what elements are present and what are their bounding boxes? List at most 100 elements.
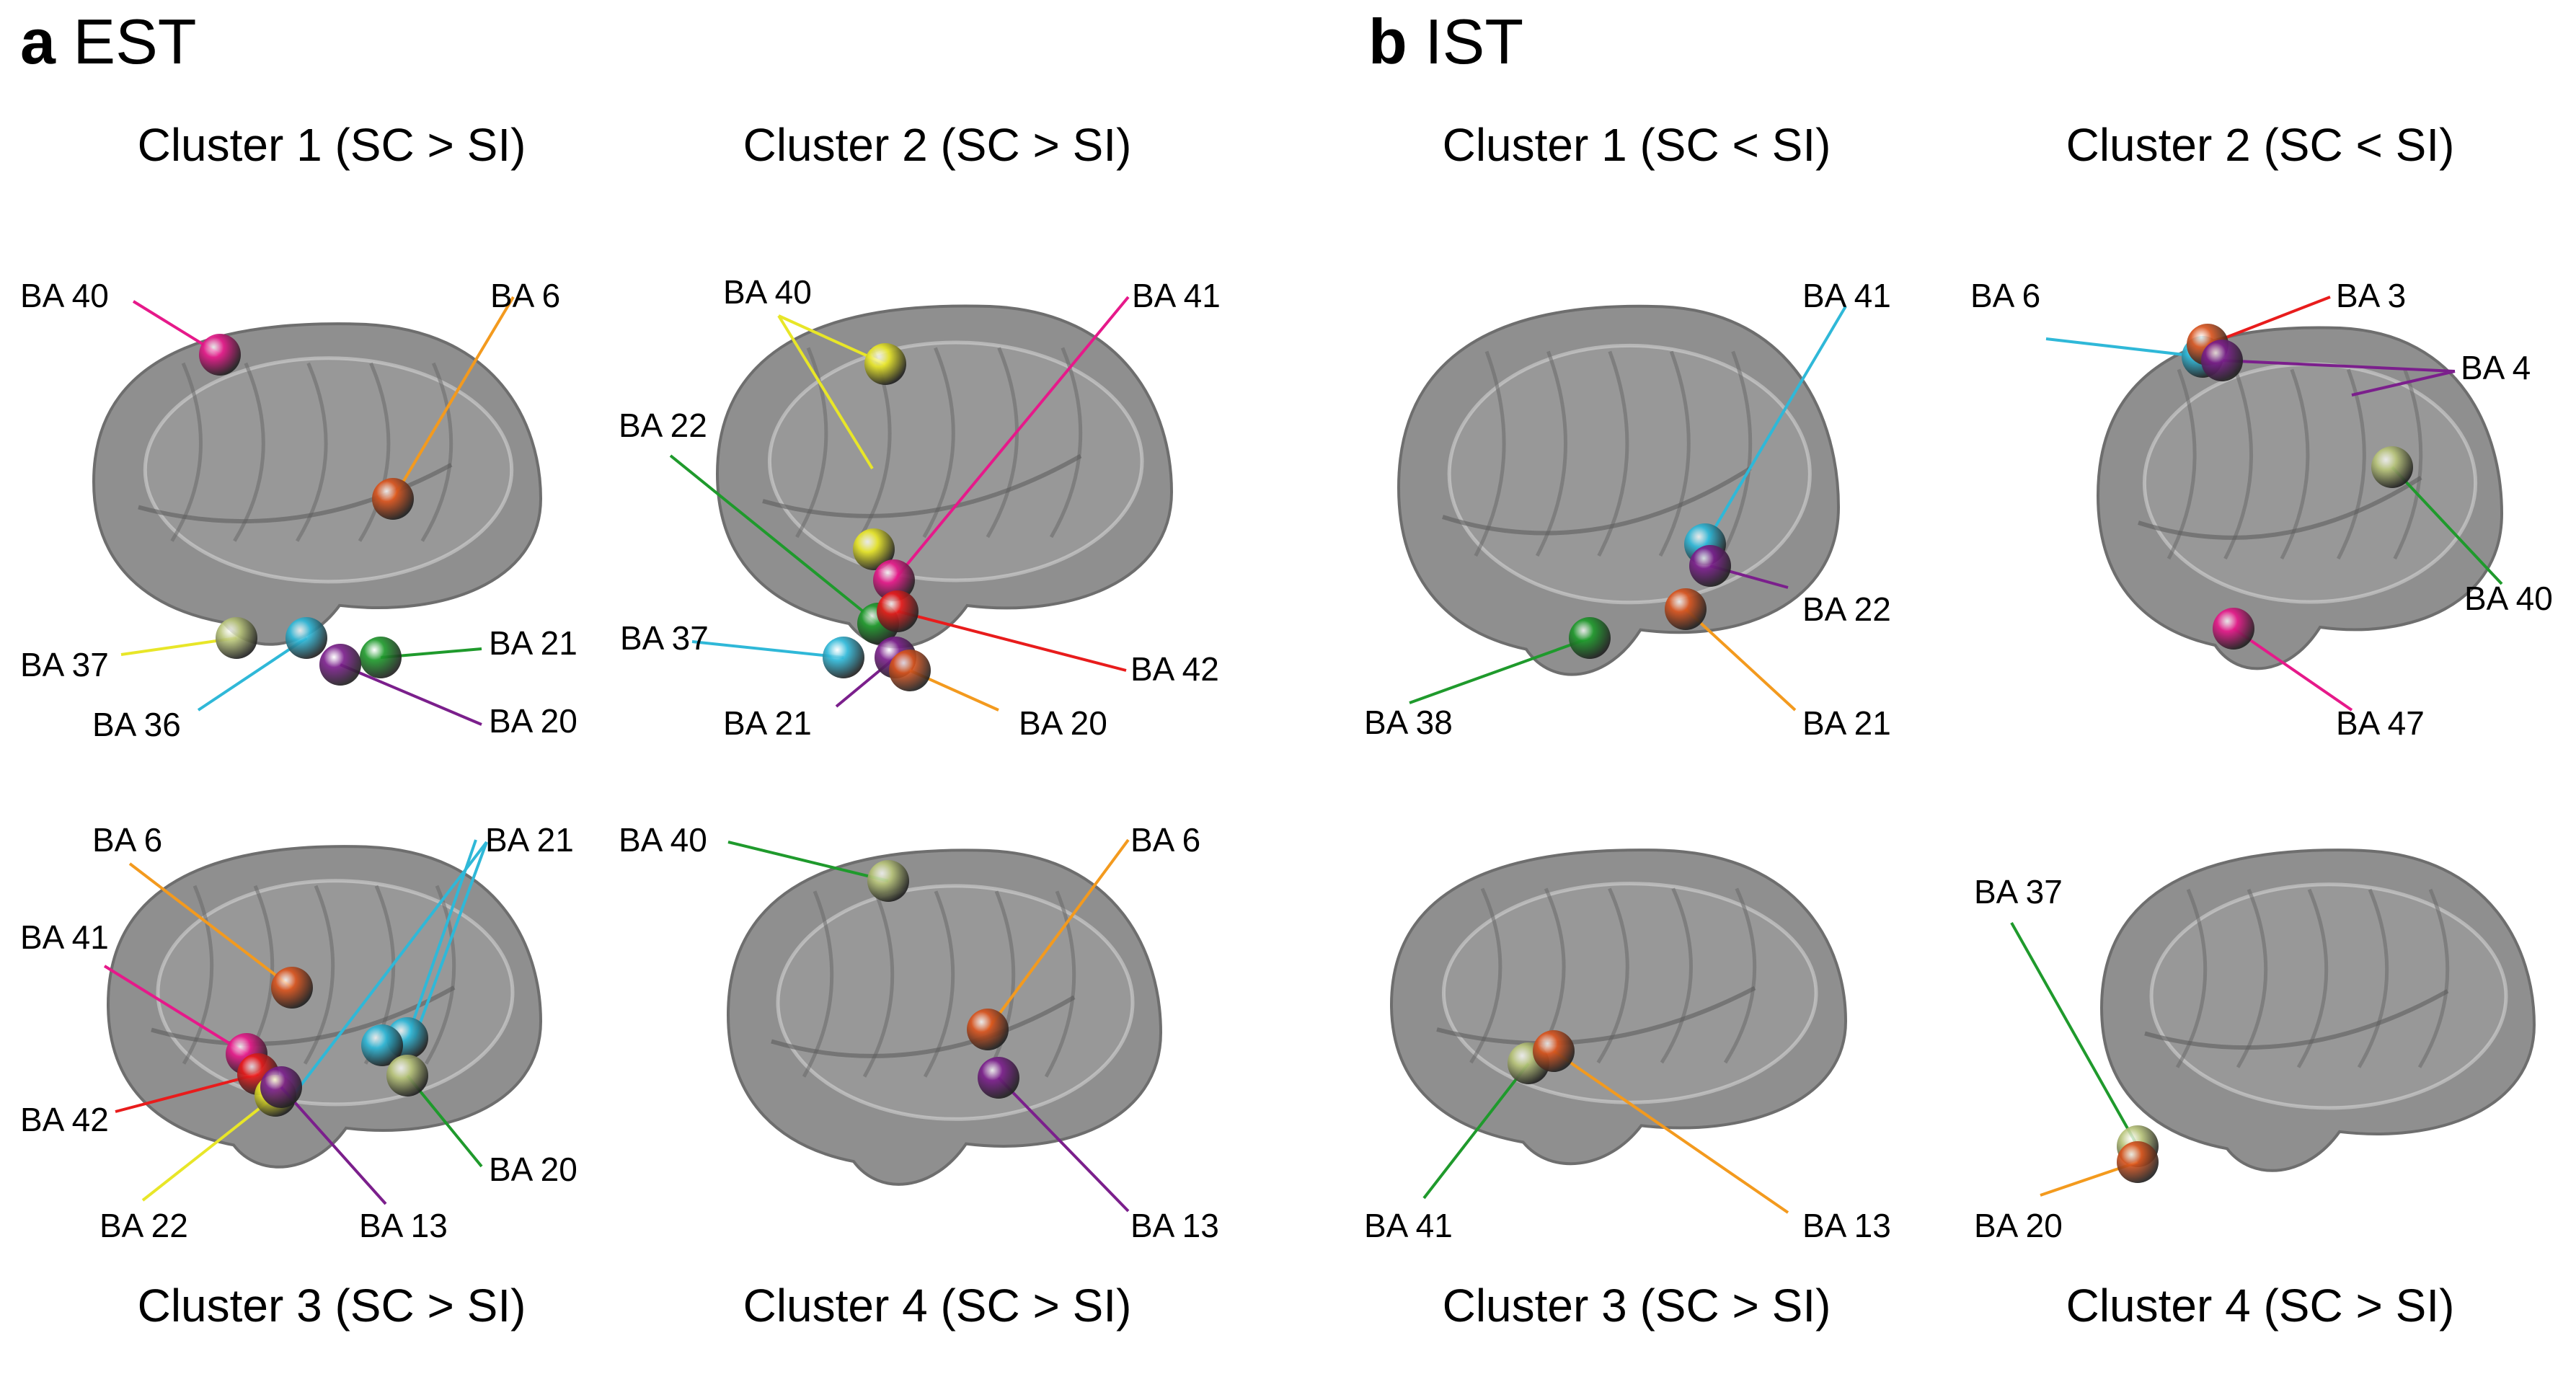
region-marker: [260, 1066, 302, 1108]
brain-8-outline: [2099, 849, 2536, 1172]
brain-4-outline: [726, 849, 1163, 1186]
region-marker: [2213, 608, 2254, 650]
region-label: BA 20: [1019, 704, 1107, 742]
brain-6-sulcus: [2280, 368, 2310, 560]
region-label: BA 6: [92, 821, 163, 859]
cluster-title: Cluster 3 (SC > SI): [1442, 1280, 1831, 1332]
cluster-title: Cluster 3 (SC > SI): [137, 1280, 526, 1332]
region-marker: [823, 637, 864, 678]
brain-6-outline: [2096, 326, 2504, 670]
region-label: BA 41: [1364, 1207, 1453, 1244]
region-label: BA 38: [1364, 704, 1453, 741]
brain-1: [92, 322, 543, 646]
leader-line: [1552, 1050, 1789, 1214]
leader-line: [1422, 1062, 1530, 1200]
region-marker: [216, 617, 257, 659]
region-marker: [286, 617, 327, 659]
brain-2-fissure: [762, 453, 1082, 518]
brain-8-fissure: [2144, 989, 2449, 1050]
brain-7: [1389, 849, 1848, 1166]
leader-line: [340, 663, 482, 726]
cluster-title: Cluster 2 (SC > SI): [743, 119, 1132, 171]
brain-7-sulcus: [1723, 887, 1757, 1064]
region-label: BA 20: [1974, 1207, 2063, 1244]
brain-4-sulcus: [1044, 890, 1076, 1078]
brain-3-sulcus: [424, 885, 456, 1065]
brain-2-sulcus: [1049, 347, 1083, 539]
region-marker: [1569, 617, 1611, 659]
leader-line: [2391, 466, 2503, 585]
brain-5: [1397, 304, 1841, 676]
brain-3-fissure: [151, 985, 456, 1047]
brain-7-sulcus: [1469, 887, 1502, 1064]
panel-b-heading: b IST: [1368, 10, 1523, 74]
region-label: BA 40: [723, 273, 812, 311]
region-marker: [2201, 340, 2243, 381]
region-marker: [967, 1009, 1009, 1050]
leader-line: [197, 637, 308, 712]
brain-5-sulcus: [1474, 350, 1506, 557]
region-label: BA 13: [1130, 1207, 1219, 1244]
panel-b-letter: b: [1368, 6, 1407, 77]
brain-4-sulcus: [983, 890, 1016, 1078]
region-marker: [2117, 1141, 2159, 1183]
cluster-title: Cluster 4 (SC > SI): [743, 1280, 1132, 1332]
leader-line: [115, 1073, 259, 1113]
panel-a-heading: a EST: [20, 10, 197, 74]
brain-3-sulcus: [182, 885, 214, 1065]
leader-line: [2221, 359, 2456, 373]
leader-line: [893, 296, 1130, 582]
leader-line: [2010, 922, 2139, 1147]
brain-8: [2099, 849, 2536, 1172]
brain-1-overlay: [143, 356, 514, 584]
leader-line: [413, 841, 488, 1039]
region-label: BA 20: [489, 1151, 577, 1188]
region-label: BA 41: [1802, 277, 1891, 314]
region-label: BA 21: [1802, 704, 1891, 742]
leader-line: [691, 640, 844, 659]
brain-1-sulcus: [295, 362, 328, 542]
leader-line: [2232, 627, 2353, 712]
leader-line: [777, 314, 874, 470]
brain-2-sulcus: [922, 347, 955, 539]
region-label: BA 13: [1802, 1207, 1891, 1244]
brain-5-sulcus: [1597, 350, 1629, 557]
cluster-title: Cluster 1 (SC > SI): [137, 119, 526, 171]
region-marker: [361, 1024, 403, 1066]
region-label: BA 21: [489, 624, 577, 662]
brain-2-sulcus: [795, 347, 828, 539]
brain-7-fissure: [1436, 985, 1756, 1046]
region-marker: [978, 1057, 1019, 1099]
cluster-title: Cluster 2 (SC < SI): [2066, 119, 2455, 171]
region-marker: [360, 637, 402, 678]
leader-line: [294, 841, 488, 1094]
leader-line: [2045, 337, 2203, 358]
region-marker: [199, 334, 241, 376]
brain-5-outline: [1397, 304, 1841, 676]
leader-line: [280, 1086, 387, 1205]
brain-1-outline: [92, 322, 543, 646]
brain-5-fissure: [1442, 466, 1752, 536]
leader-line: [128, 862, 293, 989]
leader-line: [997, 1076, 1130, 1213]
region-label: BA 22: [1802, 590, 1891, 628]
brain-1-sulcus: [358, 362, 391, 542]
region-label: BA 3: [2336, 277, 2407, 314]
brain-6: [2096, 326, 2504, 670]
brain-7-sulcus: [1596, 887, 1629, 1064]
region-label: BA 4: [2461, 349, 2531, 386]
brain-6-fissure: [2138, 475, 2422, 540]
brain-1-sulcus: [170, 362, 203, 542]
region-marker: [319, 644, 361, 686]
brain-6-sulcus: [2166, 368, 2197, 560]
leader-line: [391, 296, 515, 500]
region-marker: [1665, 588, 1707, 630]
brain-6-sulcus: [2393, 368, 2423, 560]
region-label: BA 37: [620, 619, 709, 657]
brain-3-outline: [106, 845, 543, 1169]
region-label: BA 6: [490, 277, 561, 314]
leader-line: [1704, 305, 1847, 546]
region-marker: [877, 590, 919, 632]
